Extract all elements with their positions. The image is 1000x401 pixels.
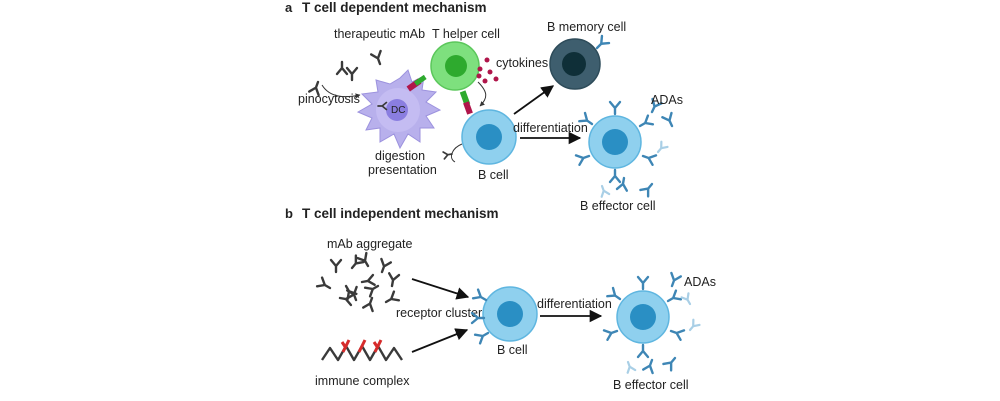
label-therapeutic-mab: therapeutic mAb xyxy=(334,27,425,41)
label-differentiation-b: differentiation xyxy=(537,297,612,311)
label-receptor-clustering: receptor clustering xyxy=(396,306,499,320)
panel-a-title: T cell dependent mechanism xyxy=(302,0,487,15)
b-cell-a xyxy=(461,109,517,165)
arrow-to-memory xyxy=(513,85,555,115)
label-digestion: digestion xyxy=(375,149,425,163)
b-memory-cell xyxy=(549,34,611,90)
bcr-uptake-curve xyxy=(451,143,463,163)
b-cell-b xyxy=(470,286,538,345)
panel-b: b T cell independent mechanism mAb aggre… xyxy=(285,206,716,392)
label-b-cell-a: B cell xyxy=(478,168,509,182)
label-differentiation-a: differentiation xyxy=(513,121,588,135)
panel-b-title: T cell independent mechanism xyxy=(302,206,499,221)
label-adas-a: ADAs xyxy=(651,93,683,107)
label-b-effector-cell-b: B effector cell xyxy=(613,378,689,392)
label-pinocytosis: pinocytosis xyxy=(298,92,360,106)
panel-a: a T cell dependent mechanism therapeutic… xyxy=(285,0,683,213)
cytokine-dots xyxy=(476,57,499,84)
panel-b-letter: b xyxy=(285,206,293,221)
b-effector-cell-b xyxy=(602,275,686,359)
cytokine-arrow xyxy=(477,81,487,107)
t-b-contact-red xyxy=(463,101,473,115)
label-mab-aggregate: mAb aggregate xyxy=(327,237,413,251)
label-cytokines: cytokines xyxy=(496,56,548,70)
tcr-receptor xyxy=(413,74,427,86)
free-antibodies xyxy=(307,49,386,97)
label-t-helper-cell: T helper cell xyxy=(432,27,500,41)
immune-complex xyxy=(321,339,403,362)
label-b-effector-cell-a: B effector cell xyxy=(580,199,656,213)
b-effector-cell-a xyxy=(574,100,658,184)
dendritic-cell: DC xyxy=(356,69,442,150)
pinocytosis-arrow xyxy=(321,84,361,99)
label-adas-b: ADAs xyxy=(684,275,716,289)
label-b-cell-b: B cell xyxy=(497,343,528,357)
label-b-memory-cell: B memory cell xyxy=(547,20,626,34)
t-helper-cell xyxy=(430,41,480,91)
panel-a-letter: a xyxy=(285,0,293,15)
arrow-aggregate-to-bcell xyxy=(411,278,470,300)
mab-aggregate xyxy=(315,251,401,313)
label-immune-complex: immune complex xyxy=(315,374,410,388)
label-presentation: presentation xyxy=(368,163,437,177)
label-dc: DC xyxy=(391,105,405,116)
arrow-complex-to-bcell xyxy=(411,328,469,353)
